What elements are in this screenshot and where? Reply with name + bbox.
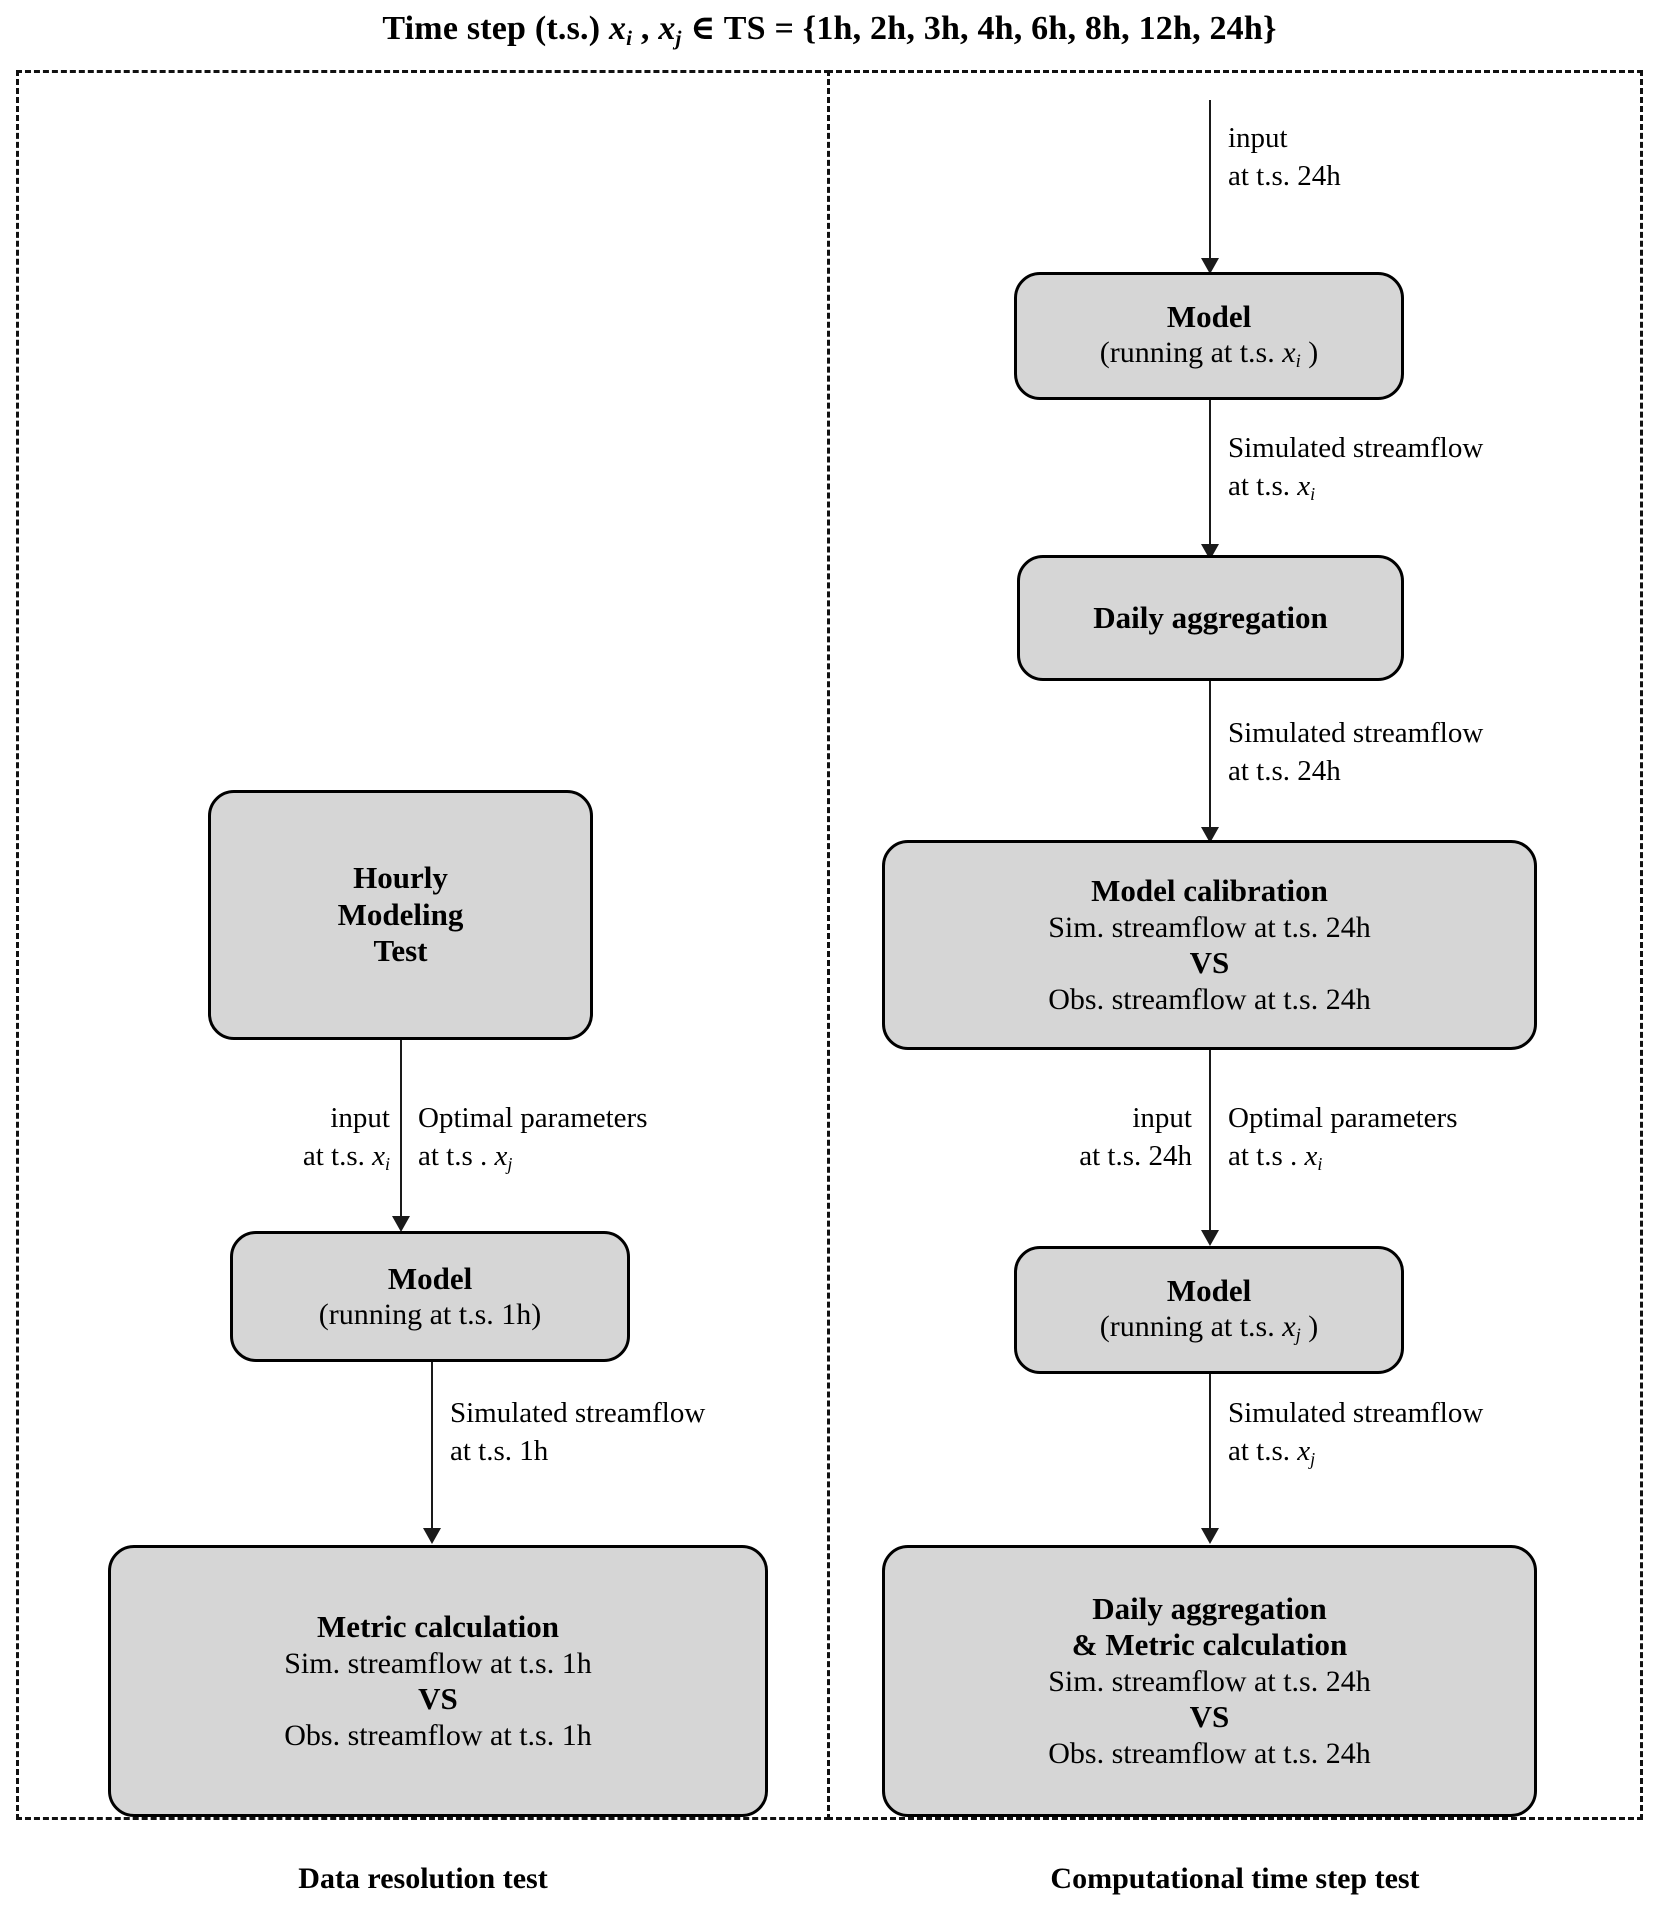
title-suffix: ∈ TS = {1h, 2h, 3h, 4h, 6h, 8h, 12h, 24h… [681, 10, 1277, 47]
input-24h-top-line1: input [1228, 122, 1288, 154]
daily-agg-line1: Daily aggregation [1093, 599, 1328, 635]
sim-xi-line2: at t.s. xi [1228, 469, 1316, 504]
arrowhead-model1h-to-metric [423, 1528, 441, 1544]
daily-agg-metric-line3: Sim. streamflow at t.s. 24h [1048, 1664, 1371, 1698]
model-1h-line1: Model [387, 1260, 473, 1296]
box-hourly-modeling-test[interactable]: Hourly Modeling Test [208, 790, 593, 1040]
box-daily-aggregation[interactable]: Daily aggregation [1017, 555, 1404, 681]
input-xi-var: xi [372, 1139, 390, 1174]
metric-calc-line2: Sim. streamflow at t.s. 1h [284, 1646, 592, 1680]
sim-24h-line2: at t.s. 24h [1228, 754, 1341, 787]
box-metric-calculation[interactable]: Metric calculation Sim. streamflow at t.… [108, 1545, 768, 1817]
metric-calc-line3: VS [418, 1681, 458, 1716]
model-1h-line2: (running at t.s. 1h) [318, 1298, 542, 1332]
box-daily-aggregation-metric-calculation[interactable]: Daily aggregation & Metric calculation S… [882, 1545, 1537, 1817]
sim-1h-line1: Simulated streamflow [450, 1397, 706, 1429]
title-var-xj: xj [658, 10, 682, 50]
sim-xi-line1: Simulated streamflow [1228, 432, 1484, 464]
model-xi-line2: (running at t.s. xi ) [1099, 336, 1319, 373]
edge-label-input-ts-xi: input at t.s. xi [170, 1100, 390, 1176]
hourly-test-line1: Hourly [353, 860, 448, 896]
sim-24h-line1: Simulated streamflow [1228, 717, 1484, 749]
edge-label-sim-streamflow-xi: Simulated streamflow at t.s. xi [1228, 430, 1568, 506]
model-xi-line1: Model [1166, 298, 1252, 334]
connector-modelxj-to-dailyaggmetric [1209, 1374, 1211, 1534]
optimal-xi-line2: at t.s . xi [1228, 1139, 1323, 1174]
sim-xj-line1: Simulated streamflow [1228, 1397, 1484, 1429]
caption-computational-time-step-test: Computational time step test [1050, 1862, 1420, 1895]
box-model-xj[interactable]: Model (running at t.s. xj ) [1014, 1246, 1404, 1374]
model-calibration-line4: Obs. streamflow at t.s. 24h [1048, 982, 1371, 1016]
edge-label-optimal-parameters-xi: Optimal parameters at t.s . xi [1228, 1100, 1558, 1176]
optimal-xj-var: xj [494, 1139, 513, 1174]
input-24h-top-line2: at t.s. 24h [1228, 159, 1341, 192]
input-24h-mid-line2: at t.s. 24h [1079, 1139, 1192, 1172]
box-model-calibration[interactable]: Model calibration Sim. streamflow at t.s… [882, 840, 1537, 1050]
model-calibration-line1: Model calibration [1091, 873, 1328, 909]
edge-label-input-ts-24h-top: input at t.s. 24h [1228, 120, 1508, 195]
hourly-test-line3: Test [373, 933, 428, 969]
daily-agg-metric-line1: Daily aggregation [1092, 1590, 1327, 1626]
arrowhead-modelxj-to-dailyaggmetric [1201, 1528, 1219, 1544]
panel-computational-time-step-test [827, 70, 1643, 1820]
sim-xi-var: xi [1297, 469, 1316, 504]
diagram-title: Time step (t.s.) xi , xj ∈ TS = {1h, 2h,… [0, 8, 1659, 51]
sim-xj-line2: at t.s. xj [1228, 1434, 1316, 1469]
input-xi-line2: at t.s. xi [302, 1139, 390, 1174]
arrowhead-hourly-to-model [392, 1216, 410, 1232]
daily-agg-metric-line2: & Metric calculation [1071, 1627, 1348, 1663]
caption-data-resolution-test: Data resolution test [298, 1862, 548, 1895]
connector-input-to-model-xi [1209, 100, 1211, 263]
connector-dailyagg-to-calibration [1209, 681, 1211, 833]
metric-calc-line1: Metric calculation [317, 1609, 559, 1645]
input-xi-line1: input [330, 1102, 390, 1134]
connector-calibration-to-modelxj [1209, 1050, 1211, 1236]
model-calibration-line3: VS [1189, 945, 1230, 980]
connector-modelxi-to-dailyagg [1209, 400, 1211, 550]
connector-hourly-to-model [400, 1040, 402, 1222]
edge-label-input-ts-24h-mid: input at t.s. 24h [980, 1100, 1192, 1175]
sim-1h-line2: at t.s. 1h [450, 1434, 549, 1467]
daily-agg-metric-line5: Obs. streamflow at t.s. 24h [1048, 1736, 1371, 1770]
optimal-xj-line1: Optimal parameters [418, 1102, 648, 1134]
input-24h-mid-line1: input [1132, 1102, 1192, 1134]
arrowhead-input-to-model-xi [1201, 258, 1219, 274]
optimal-xi-var: xi [1304, 1139, 1323, 1174]
model-calibration-line2: Sim. streamflow at t.s. 24h [1048, 910, 1371, 944]
sim-xj-var: xj [1297, 1434, 1316, 1469]
connector-model1h-to-metric [431, 1362, 433, 1534]
optimal-xi-line1: Optimal parameters [1228, 1102, 1458, 1134]
model-xj-line2: (running at t.s. xj ) [1099, 1310, 1319, 1347]
hourly-test-line2: Modeling [337, 896, 464, 932]
edge-label-sim-streamflow-xj: Simulated streamflow at t.s. xj [1228, 1395, 1568, 1471]
title-var-xi: xi [608, 10, 633, 50]
panel-data-resolution-test [16, 70, 830, 1820]
edge-label-sim-streamflow-24h: Simulated streamflow at t.s. 24h [1228, 715, 1568, 790]
edge-label-optimal-parameters-xj: Optimal parameters at t.s . xj [418, 1100, 748, 1176]
box-model-xi[interactable]: Model (running at t.s. xi ) [1014, 272, 1404, 400]
title-mid: , [632, 10, 659, 47]
metric-calc-line4: Obs. streamflow at t.s. 1h [284, 1718, 592, 1752]
model-xj-var: xj [1282, 1310, 1301, 1347]
arrowhead-dailyagg-to-calibration [1201, 827, 1219, 843]
edge-label-sim-streamflow-1h: Simulated streamflow at t.s. 1h [450, 1395, 790, 1470]
model-xi-var: xi [1282, 336, 1301, 373]
title-prefix: Time step (t.s.) [382, 10, 609, 47]
optimal-xj-line2: at t.s . xj [418, 1139, 513, 1174]
daily-agg-metric-line4: VS [1189, 1699, 1230, 1735]
arrowhead-calibration-to-modelxj [1201, 1230, 1219, 1246]
box-model-1h[interactable]: Model (running at t.s. 1h) [230, 1231, 630, 1362]
model-xj-line1: Model [1166, 1272, 1252, 1308]
